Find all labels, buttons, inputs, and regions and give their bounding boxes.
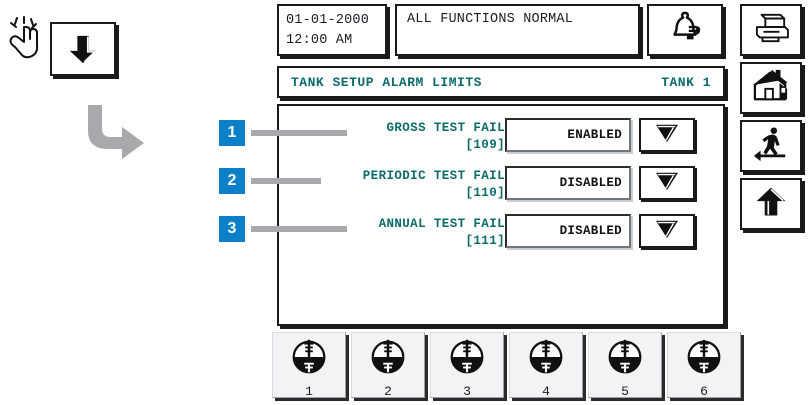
row-label: GROSS TEST FAIL [109] xyxy=(386,120,505,154)
alarm-limits-panel: GROSS TEST FAIL [109] ENABLED PERIODIC TEST… xyxy=(277,104,725,326)
chevron-down-icon xyxy=(653,218,681,245)
row-value-text: DISABLED xyxy=(559,176,622,190)
tank-button-1[interactable]: 1 xyxy=(272,332,346,399)
datetime-display: 01-01-2000 12:00 AM xyxy=(277,4,387,56)
callout-leader-line xyxy=(251,178,321,184)
tank-button-5[interactable]: 5 xyxy=(588,332,662,399)
chevron-down-icon xyxy=(653,122,681,149)
tank-gauge-icon xyxy=(525,336,567,383)
row-label-text: PERIODIC TEST FAIL xyxy=(362,169,505,183)
print-button[interactable] xyxy=(740,4,802,56)
callout-leader-line xyxy=(251,226,347,232)
row-value-box[interactable]: ENABLED xyxy=(505,118,631,152)
tank-indicator-label: TANK 1 xyxy=(661,74,711,90)
row-value-text: ENABLED xyxy=(567,128,622,142)
home-button[interactable] xyxy=(740,62,802,114)
up-arrow-icon xyxy=(753,185,789,224)
hand-tap-icon xyxy=(4,14,46,60)
tank-button-3[interactable]: 3 xyxy=(430,332,504,399)
up-button[interactable] xyxy=(740,178,802,230)
row-value-box[interactable]: DISABLED xyxy=(505,214,631,248)
row-code-text: [110] xyxy=(465,185,505,200)
chevron-down-icon xyxy=(653,170,681,197)
tank-button-label: 1 xyxy=(305,384,313,399)
down-arrow-icon xyxy=(67,33,99,65)
tank-button-label: 4 xyxy=(542,384,550,399)
exit-button[interactable] xyxy=(740,120,802,172)
row-value-text: DISABLED xyxy=(559,224,622,238)
row-dropdown-button[interactable] xyxy=(639,166,695,200)
tank-button-label: 5 xyxy=(621,384,629,399)
row-value-box[interactable]: DISABLED xyxy=(505,166,631,200)
row-code-text: [111] xyxy=(465,233,505,248)
callout-leader-line xyxy=(251,130,347,136)
page-title: TANK SETUP ALARM LIMITS xyxy=(291,74,482,90)
time-text: 12:00 AM xyxy=(286,32,353,48)
tank-button-label: 3 xyxy=(463,384,471,399)
tank-gauge-icon xyxy=(288,336,330,383)
printer-icon xyxy=(751,12,791,49)
alarm-limit-row: PERIODIC TEST FAIL [110] DISABLED xyxy=(279,162,727,208)
callout-badge: 3 xyxy=(219,216,245,242)
alarm-limit-row: ANNUAL TEST FAIL [111] DISABLED xyxy=(279,210,727,256)
callout-badge: 2 xyxy=(219,168,245,194)
tank-button-2[interactable]: 2 xyxy=(351,332,425,399)
tank-button-6[interactable]: 6 xyxy=(667,332,741,399)
tank-button-label: 6 xyxy=(700,384,708,399)
row-code-text: [109] xyxy=(465,137,505,152)
date-text: 01-01-2000 xyxy=(286,13,370,28)
row-label: PERIODIC TEST FAIL [110] xyxy=(363,168,505,202)
curved-arrow-right-icon xyxy=(78,103,148,165)
row-dropdown-button[interactable] xyxy=(639,118,695,152)
row-label-text: GROSS TEST FAIL xyxy=(386,121,505,135)
row-label-text: ANNUAL TEST FAIL xyxy=(378,217,505,231)
status-message-box: ALL FUNCTIONS NORMAL xyxy=(395,4,640,56)
status-message-text: ALL FUNCTIONS NORMAL xyxy=(407,12,574,27)
tank-gauge-icon xyxy=(367,336,409,383)
row-dropdown-button[interactable] xyxy=(639,214,695,248)
tank-button-4[interactable]: 4 xyxy=(509,332,583,399)
alarm-limit-row: GROSS TEST FAIL [109] ENABLED xyxy=(279,114,727,160)
house-icon xyxy=(751,68,791,109)
tank-gauge-icon xyxy=(604,336,646,383)
bell-icon xyxy=(666,10,704,51)
header-row: 01-01-2000 12:00 AM ALL FUNCTIONS NORMAL xyxy=(277,4,725,60)
tank-button-label: 2 xyxy=(384,384,392,399)
row-label: ANNUAL TEST FAIL [111] xyxy=(379,216,505,250)
tank-gauge-icon xyxy=(683,336,725,383)
exit-person-left-arrow-icon xyxy=(751,125,791,168)
alarm-bell-button[interactable] xyxy=(647,4,723,56)
down-arrow-button[interactable] xyxy=(50,22,116,76)
title-bar: TANK SETUP ALARM LIMITS TANK 1 xyxy=(277,66,725,98)
callout-badge: 1 xyxy=(219,120,245,146)
tank-gauge-icon xyxy=(446,336,488,383)
